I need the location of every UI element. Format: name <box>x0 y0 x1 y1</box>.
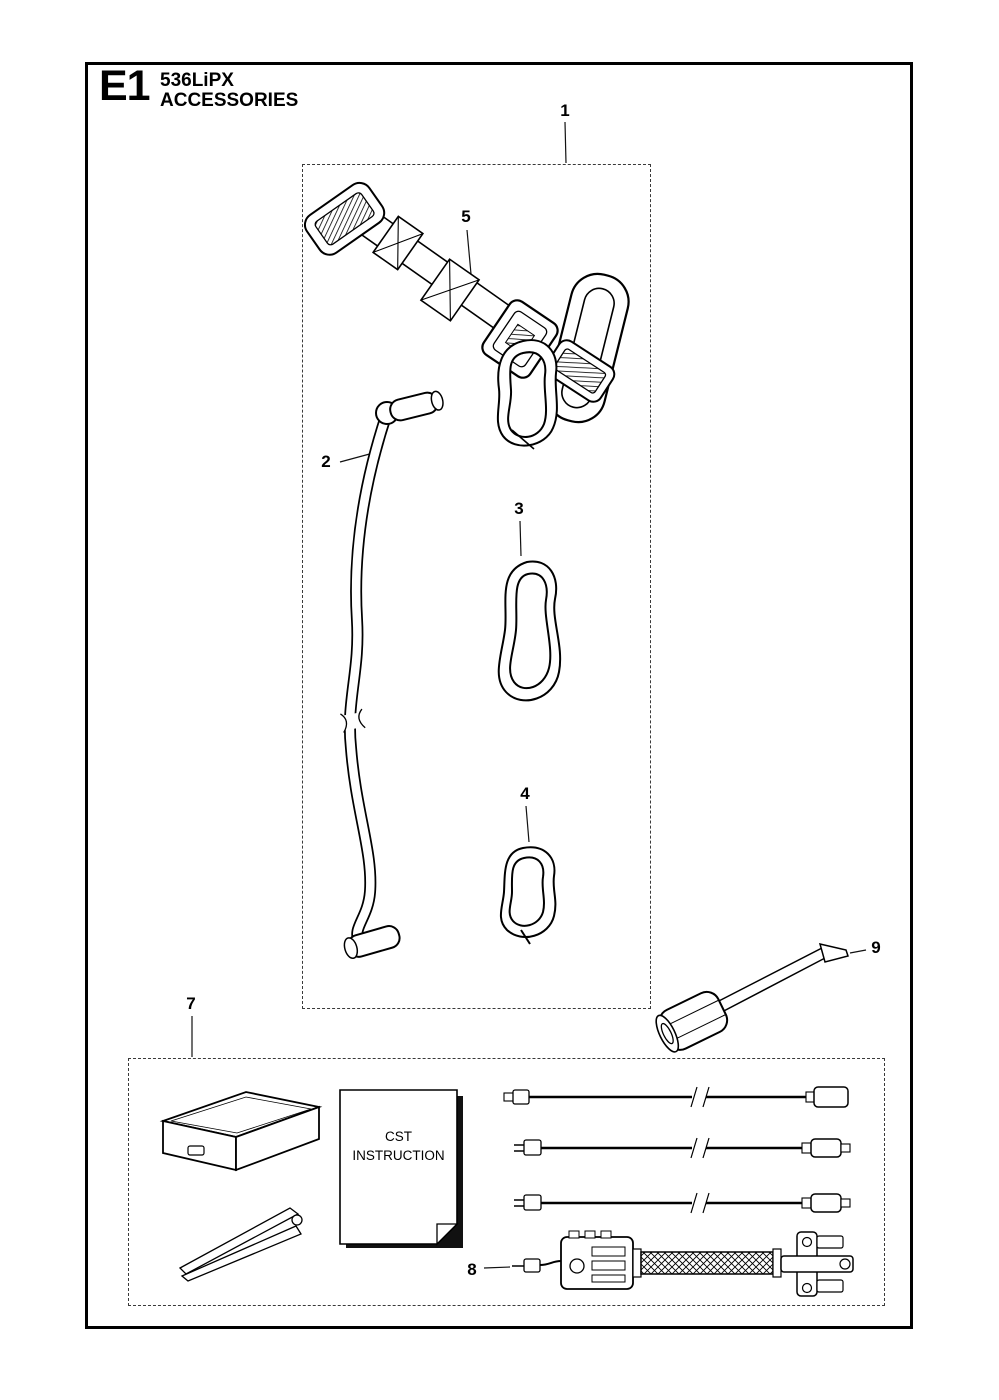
hose-top-fitting <box>389 390 444 422</box>
page-title: ACCESSORIES <box>160 90 299 111</box>
callout-3: 3 <box>514 499 524 518</box>
hose-bottom-fitting <box>343 925 401 960</box>
case-drawing <box>159 1091 323 1172</box>
callout-2: 2 <box>321 452 331 471</box>
model-number: 536LiPX <box>160 70 234 91</box>
booklet-title-line1: CST <box>385 1129 412 1144</box>
callout-7: 7 <box>186 994 196 1013</box>
callout-8: 8 <box>467 1260 477 1279</box>
callout-5: 5 <box>461 207 471 226</box>
cable-drawing-2 <box>514 1137 851 1159</box>
strap-slider-2 <box>419 258 481 322</box>
callout-1: 1 <box>560 101 570 120</box>
wiring-harness-drawing <box>512 1230 854 1297</box>
strap-slider-1 <box>371 215 425 271</box>
callout-9: 9 <box>871 938 881 957</box>
strap-end-buckle <box>303 181 386 256</box>
kit-group-box-7 <box>128 1058 885 1306</box>
carabiner-drawing <box>497 560 562 702</box>
flip-strap-assembly-drawing <box>303 181 630 450</box>
socket-wrench-drawing <box>655 942 849 1053</box>
cable-drawing-3 <box>514 1192 851 1214</box>
hook-drawing <box>499 846 557 945</box>
callout-4: 4 <box>520 784 530 803</box>
hose-break-mark <box>338 708 366 733</box>
hose-drawing <box>338 390 444 960</box>
tweezers-drawing <box>178 1207 303 1282</box>
booklet-title: CST INSTRUCTION <box>340 1127 457 1165</box>
instruction-booklet-drawing <box>339 1089 463 1248</box>
section-code: E1 <box>99 62 151 110</box>
assembly-group-box-1 <box>302 164 651 1009</box>
booklet-title-line2: INSTRUCTION <box>352 1148 445 1163</box>
cable-drawing-1 <box>503 1086 849 1108</box>
